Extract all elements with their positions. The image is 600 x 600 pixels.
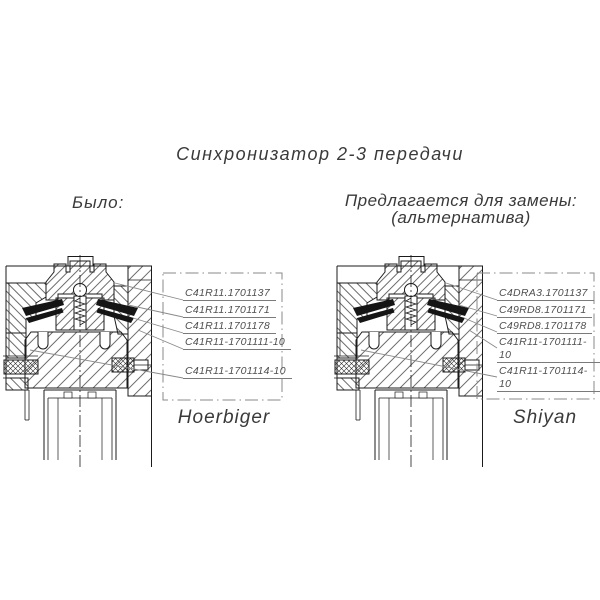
part-number-label: C4DRA3.1701137 — [497, 287, 594, 301]
part-number-label: C41R11.1701178 — [183, 320, 276, 334]
leader-lines-right — [360, 282, 498, 378]
part-number-label: C41R11-1701114-10 — [497, 365, 600, 392]
leader-lines-left — [29, 282, 184, 379]
part-number-label: C41R11.1701137 — [183, 287, 276, 301]
page-title: Синхронизатор 2-3 передачи — [176, 144, 464, 164]
manufacturer-name-right: Shiyan — [512, 407, 578, 428]
manufacturer-name-left: Hoerbiger — [177, 407, 271, 428]
proposed-heading-line2: (альтернатива) — [391, 208, 531, 227]
section-heading-was: Было: — [72, 193, 125, 212]
part-number-label: C41R11-1701111-10 — [497, 336, 600, 363]
part-number-label: C41R11-1701114-10 — [183, 365, 292, 379]
label-box-left — [162, 272, 283, 401]
section-heading-proposed: Предлагается для замены: (альтернатива) — [323, 192, 599, 226]
part-number-label: C41R11.1701171 — [183, 304, 276, 318]
synchronizer-drawing-left — [2, 254, 152, 471]
label-box-right — [476, 272, 595, 400]
synchronizer-drawing-right — [333, 254, 483, 471]
part-number-label: C41R11-1701111-10 — [183, 336, 292, 350]
part-number-label: C49RD8.1701178 — [497, 320, 593, 334]
proposed-heading-line1: Предлагается для замены: — [344, 191, 578, 210]
part-number-label: C49RD8.1701171 — [497, 304, 593, 318]
